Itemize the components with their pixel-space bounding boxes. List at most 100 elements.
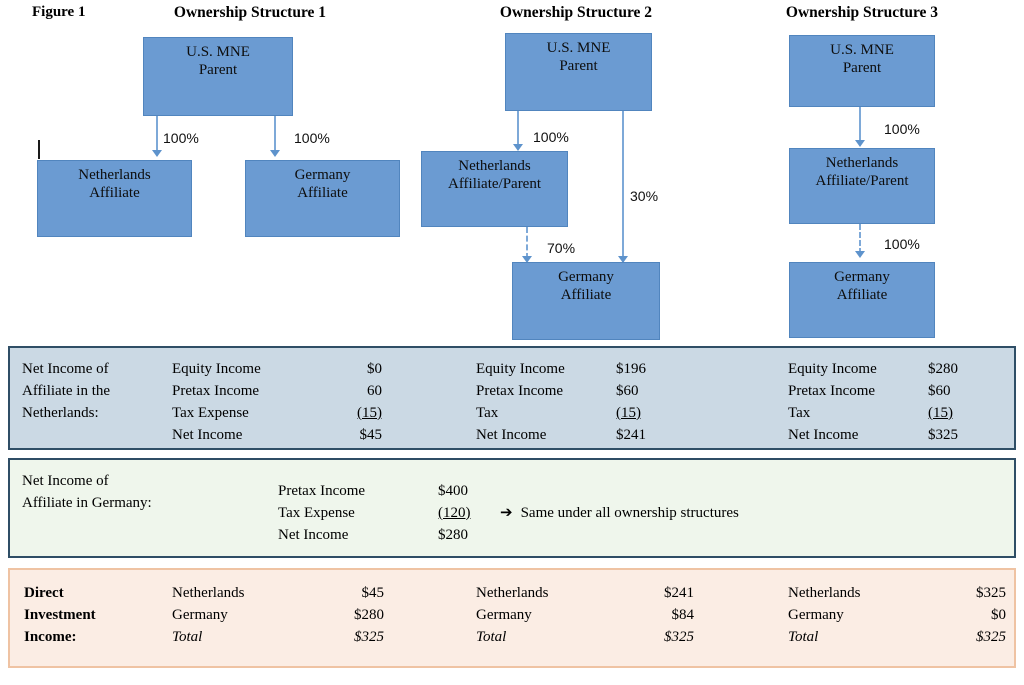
- table-row: Pretax Income 60: [172, 380, 402, 402]
- structure-2-edge-parent-germany-pct: 30%: [630, 188, 659, 204]
- panel-direct-investment-column-1: Netherlands $45 Germany $280 Total $325: [172, 582, 402, 648]
- caption-line-2: Affiliate in the: [22, 383, 111, 399]
- row-value: $241: [664, 585, 694, 601]
- row-label: Tax Expense: [172, 405, 249, 421]
- structure-1-edge-parent-netherlands-arrowhead: [152, 150, 162, 157]
- row-value: $0: [991, 607, 1006, 623]
- structure-2-edge-netherlands-germany-arrowhead: [522, 256, 532, 263]
- row-label: Total: [476, 629, 507, 645]
- row-label: Pretax Income: [278, 483, 366, 499]
- caption-line-3: Netherlands:: [22, 405, 99, 421]
- table-row: Net Income $45: [172, 424, 402, 446]
- table-row: Netherlands $45: [172, 582, 402, 604]
- row-label: Tax: [476, 405, 499, 421]
- structure-2-edge-netherlands-germany-line: [526, 227, 528, 259]
- row-label: Pretax Income: [788, 383, 876, 399]
- structure-3-title: Ownership Structure 3: [785, 4, 939, 21]
- row-value: $0: [367, 361, 382, 377]
- node-line-1: Germany: [558, 269, 614, 285]
- panel-netherlands-column-2: Equity Income $196 Pretax Income $60 Tax…: [476, 358, 706, 446]
- row-value: $84: [671, 607, 695, 623]
- panel-germany-caption: Net Income of Affiliate in Germany:: [22, 470, 152, 514]
- panel-germany-table: Pretax Income $400 Tax Expense (120) Net…: [278, 480, 508, 546]
- structure-3-edge-netherlands-germany-arrowhead: [855, 251, 865, 258]
- structure-3-netherlands-affiliate-parent-node[interactable]: Netherlands Affiliate/Parent: [789, 148, 935, 224]
- structure-1-us-mne-parent-node[interactable]: U.S. MNE Parent: [143, 37, 293, 116]
- node-line-2: Parent: [559, 57, 598, 74]
- table-row: Total $325: [476, 626, 716, 648]
- table-row: Pretax Income $60: [788, 380, 1018, 402]
- figure-label: Figure 1: [32, 4, 86, 20]
- structure-1-edge-parent-netherlands-pct: 100%: [163, 130, 199, 146]
- row-value: $280: [438, 527, 468, 543]
- row-label: Tax Expense: [278, 505, 355, 521]
- panel-direct-investment-column-3: Netherlands $325 Germany $0 Total $325: [788, 582, 1024, 648]
- structure-1-edge-parent-germany-pct: 100%: [294, 130, 330, 146]
- caption-line-1: Net Income of: [22, 473, 109, 489]
- row-label: Net Income: [788, 427, 859, 443]
- row-label: Netherlands: [172, 585, 245, 601]
- structure-1-edge-parent-netherlands-line: [156, 116, 158, 151]
- structure-2-edge-parent-netherlands-arrowhead: [513, 144, 523, 151]
- structure-2-edge-parent-germany-line: [622, 111, 624, 263]
- structure-2-germany-affiliate-node[interactable]: Germany Affiliate: [512, 262, 660, 340]
- row-label: Tax: [788, 405, 811, 421]
- row-label: Germany: [788, 607, 844, 623]
- structure-1-germany-affiliate-node[interactable]: Germany Affiliate: [245, 160, 400, 237]
- table-row: Total $325: [788, 626, 1024, 648]
- structure-2-edge-netherlands-germany-pct: 70%: [547, 240, 576, 256]
- row-value: $45: [361, 585, 385, 601]
- structure-3-edge-parent-netherlands-pct: 100%: [884, 121, 920, 137]
- panel-germany-note: ➔ Same under all ownership structures: [500, 502, 739, 524]
- table-row: Germany $0: [788, 604, 1024, 626]
- row-value: (15): [357, 405, 382, 421]
- row-label: Netherlands: [788, 585, 861, 601]
- panel-direct-investment-caption: Direct Investment Income:: [24, 582, 96, 648]
- node-line-2: Affiliate: [89, 184, 140, 201]
- row-value: $280: [354, 607, 384, 623]
- row-label: Net Income: [278, 527, 349, 543]
- structure-3-us-mne-parent-node[interactable]: U.S. MNE Parent: [789, 35, 935, 107]
- table-row: Net Income $325: [788, 424, 1018, 446]
- row-value: $400: [438, 483, 468, 499]
- row-value: (15): [928, 405, 953, 421]
- text-cursor-artifact: [38, 140, 40, 159]
- structure-3-germany-affiliate-node[interactable]: Germany Affiliate: [789, 262, 935, 338]
- structure-2-us-mne-parent-node[interactable]: U.S. MNE Parent: [505, 33, 652, 111]
- structure-3-edge-netherlands-germany-line: [859, 224, 861, 254]
- panel-netherlands-caption: Net Income of Affiliate in the Netherlan…: [22, 358, 110, 424]
- structure-1-netherlands-affiliate-node[interactable]: Netherlands Affiliate: [37, 160, 192, 237]
- row-label: Pretax Income: [476, 383, 564, 399]
- table-row: Equity Income $280: [788, 358, 1018, 380]
- row-label: Net Income: [476, 427, 547, 443]
- table-row: Tax Expense (120): [278, 502, 508, 524]
- row-label: Net Income: [172, 427, 243, 443]
- table-row: Netherlands $325: [788, 582, 1024, 604]
- table-row: Pretax Income $400: [278, 480, 508, 502]
- structure-2-netherlands-affiliate-parent-node[interactable]: Netherlands Affiliate/Parent: [421, 151, 568, 227]
- node-line-1: Netherlands: [825, 155, 899, 171]
- caption-line-1: Direct: [24, 585, 64, 601]
- table-row: Germany $84: [476, 604, 716, 626]
- row-label: Germany: [172, 607, 228, 623]
- node-line-2: Affiliate/Parent: [447, 175, 542, 192]
- node-line-2: Affiliate: [836, 286, 888, 303]
- node-line-1: Netherlands: [458, 158, 531, 174]
- row-value: $60: [616, 383, 639, 399]
- node-line-1: Netherlands: [78, 167, 151, 183]
- table-row: Tax (15): [788, 402, 1018, 424]
- table-row: Net Income $280: [278, 524, 508, 546]
- row-value: 60: [367, 383, 382, 399]
- panel-netherlands-column-1: Equity Income $0 Pretax Income 60 Tax Ex…: [172, 358, 402, 446]
- node-line-1: U.S. MNE: [830, 42, 894, 58]
- structure-2-edge-parent-germany-arrowhead: [618, 256, 628, 263]
- row-value: (120): [438, 505, 471, 521]
- row-value: $60: [928, 383, 951, 399]
- table-row: Pretax Income $60: [476, 380, 706, 402]
- row-value: $325: [976, 585, 1006, 601]
- node-line-2: Parent: [842, 59, 882, 76]
- row-label: Germany: [476, 607, 532, 623]
- node-line-2: Parent: [198, 61, 238, 78]
- table-row: Total $325: [172, 626, 402, 648]
